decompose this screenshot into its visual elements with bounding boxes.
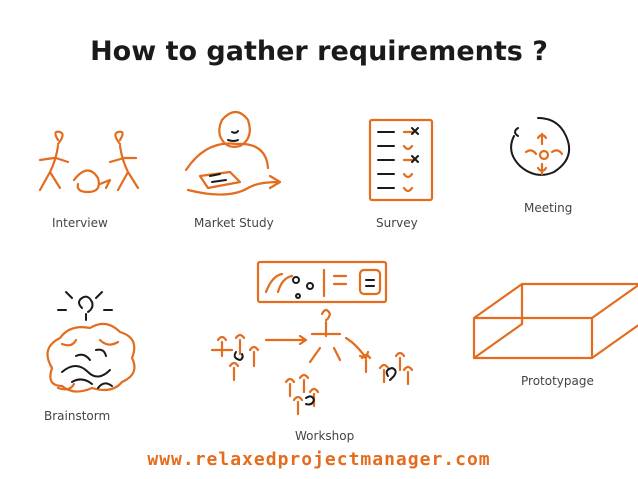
footer-url: www.relaxedprojectmanager.com <box>147 449 491 470</box>
interview-icon <box>38 130 140 194</box>
label-prototypage: Prototypage <box>521 374 594 388</box>
label-interview: Interview <box>52 216 108 230</box>
label-workshop: Workshop <box>295 429 355 443</box>
survey-icon <box>368 118 434 202</box>
market-study-icon <box>184 110 282 196</box>
meeting-icon <box>510 117 570 176</box>
label-meeting: Meeting <box>524 201 573 215</box>
label-market-study: Market Study <box>194 216 274 230</box>
workshop-people-icon <box>210 308 414 416</box>
label-survey: Survey <box>376 216 418 230</box>
brainstorm-icon <box>46 291 136 393</box>
prototypage-icon <box>472 282 638 360</box>
page-title: How to gather requirements ? <box>90 36 548 67</box>
label-brainstorm: Brainstorm <box>44 409 111 423</box>
workshop-board-icon <box>256 260 388 304</box>
